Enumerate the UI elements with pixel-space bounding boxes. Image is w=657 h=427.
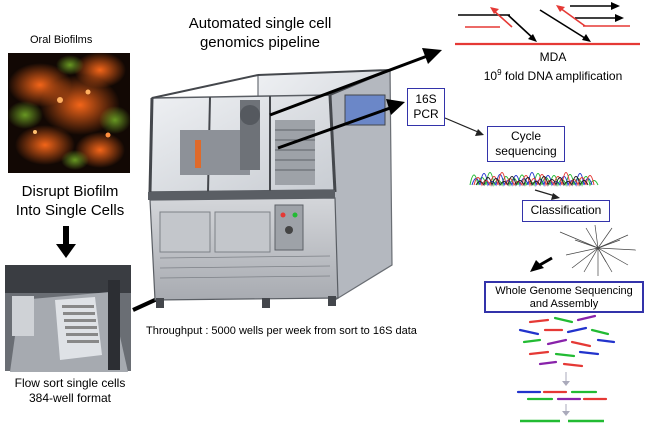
throughput-label: Throughput : 5000 wells per week from so… (146, 325, 417, 337)
aligned-reads (516, 390, 608, 401)
pcr-box: 16S PCR (407, 88, 445, 126)
pipeline-title: Automated single cell genomics pipeline (160, 14, 360, 52)
oral-biofilms-label: Oral Biofilms (30, 34, 93, 46)
chromatogram-to-classification-arrow (534, 189, 560, 200)
disrupt-biofilm-label: Disrupt Biofilm Into Single Cells (0, 182, 140, 220)
flow-line-2: 384-well format (28, 391, 112, 405)
mda-title: MDA (539, 50, 567, 64)
cycle-sequencing-box: Cycle sequencing (487, 126, 565, 162)
title-line-1: Automated single cell (188, 15, 332, 32)
pcr-to-cycle-arrow (444, 117, 484, 136)
assembly-reads (518, 314, 616, 368)
disrupt-line-1: Disrupt Biofilm (21, 183, 119, 200)
amplification-text: 109 fold DNA amplification (478, 65, 628, 84)
title-line-2: genomics pipeline (199, 34, 321, 51)
wgs-box: Whole Genome Sequencing and Assembly (484, 281, 644, 313)
wgs-line-2: and Assembly (529, 298, 599, 310)
pcr-line-2: PCR (413, 107, 439, 121)
down-arrow-icon (56, 226, 76, 258)
classification-label: Classification (530, 203, 602, 217)
flow-sort-label: Flow sort single cells 384-well format (0, 376, 140, 406)
cycle-line-2: sequencing (495, 144, 557, 158)
instrument-to-pcr-arrow (277, 99, 405, 150)
reads-to-contig-arrow (562, 372, 570, 386)
cycle-line-1: Cycle (510, 129, 541, 143)
flow-line-1: Flow sort single cells (14, 376, 126, 390)
classification-box: Classification (522, 200, 610, 222)
disrupt-line-2: Into Single Cells (15, 202, 125, 219)
amp-base: 10 (483, 69, 498, 83)
automated-instrument (148, 69, 393, 308)
flow-sorter-photo (5, 265, 131, 372)
mda-label: MDA 109 fold DNA amplification (478, 50, 628, 84)
instrument-to-mda-arrow (269, 48, 442, 117)
pcr-line-1: 16S (415, 92, 437, 106)
biofilm-micrograph (7, 52, 131, 173)
amp-exponent: 9 (497, 68, 502, 77)
amp-text: fold DNA amplification (501, 69, 623, 83)
tree-to-wgs-arrow (530, 256, 553, 272)
aligned-to-contig-arrow (562, 404, 570, 416)
chromatogram (469, 172, 599, 187)
phylogenetic-tree (559, 224, 637, 276)
mda-diagram (455, 2, 640, 46)
wgs-line-1: Whole Genome Sequencing (495, 285, 633, 297)
